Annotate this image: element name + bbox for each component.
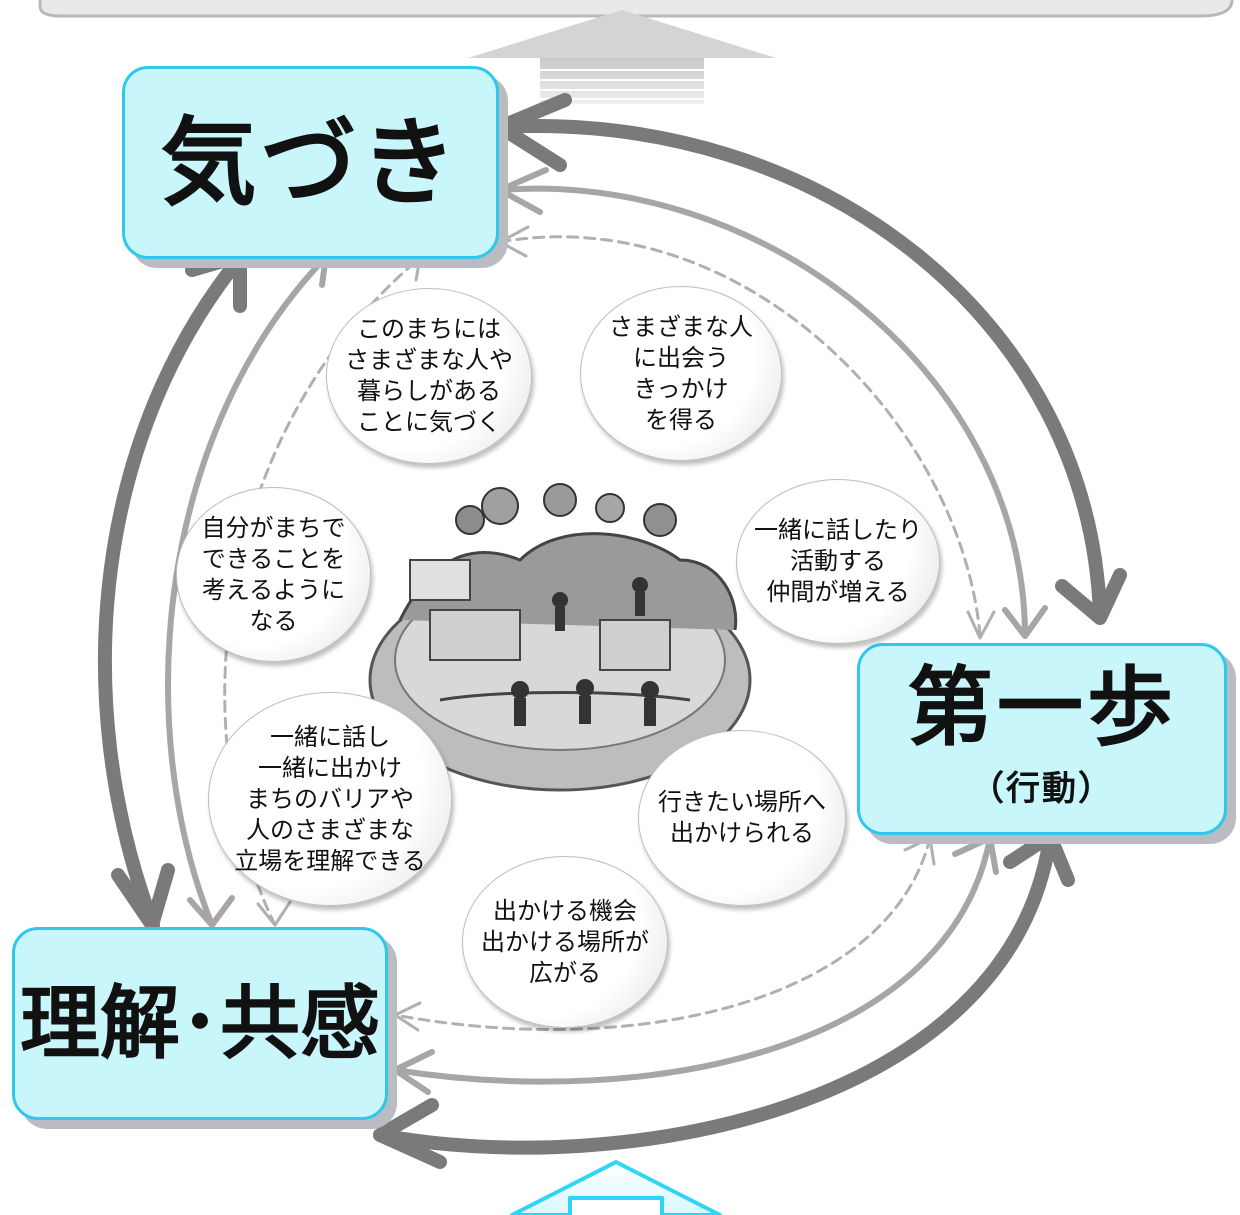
- thick-arrow-kizuki-rikai-head: [111, 863, 175, 932]
- bubble-meet-people: さまざまな人 に出会う きっかけ を得る: [580, 286, 782, 461]
- thick-arrow-kizuki-daiippo-head: [1055, 568, 1127, 625]
- top-up-arrow: [468, 10, 776, 104]
- node-kizuki-label: 気づき: [160, 106, 461, 219]
- thick-arrow-rikai-daiippo-head: [373, 1098, 447, 1169]
- node-kizuki: 気づき: [122, 66, 499, 259]
- node-daiippo: 第一歩 （行動）: [857, 643, 1227, 835]
- top-banner: [38, 0, 1234, 18]
- bubble-more-friends: 一緒に話したり 活動する 仲間が増える: [736, 479, 940, 644]
- bubble-go-where-want: 行きたい場所へ 出かけられる: [638, 730, 846, 906]
- town-illustration: [368, 483, 752, 792]
- thick-arrow-kizuki-daiippo: [493, 119, 1107, 622]
- bottom-up-arrow: [510, 1160, 722, 1215]
- node-rikai: 理解･共感: [12, 927, 388, 1120]
- node-daiippo-label: 第一歩: [907, 657, 1177, 758]
- thick-arrows: [97, 93, 1127, 1169]
- node-daiippo-sublabel: （行動）: [970, 768, 1114, 809]
- thick-arrow-daiippo-rikai-head: [1003, 829, 1075, 887]
- bubble-think-what-i-can-do: 自分がまちで できることを 考えるように なる: [176, 487, 371, 662]
- bubble-understand-barriers: 一緒に話し 一緒に出かけ まちのバリアや 人のさまざまな 立場を理解できる: [208, 692, 452, 906]
- thick-arrow-daiippo-rikai: [373, 831, 1057, 1155]
- thick-arrow-daiippo-kizuki-head: [493, 93, 572, 172]
- bubble-notice-diversity: このまちには さまざまな人や 暮らしがある ことに気づく: [326, 288, 532, 464]
- thick-arrow-rikai-kizuki: [97, 251, 247, 932]
- node-rikai-label: 理解･共感: [20, 976, 380, 1070]
- bubble-more-outings: 出かける機会 出かける場所が 広がる: [462, 856, 668, 1028]
